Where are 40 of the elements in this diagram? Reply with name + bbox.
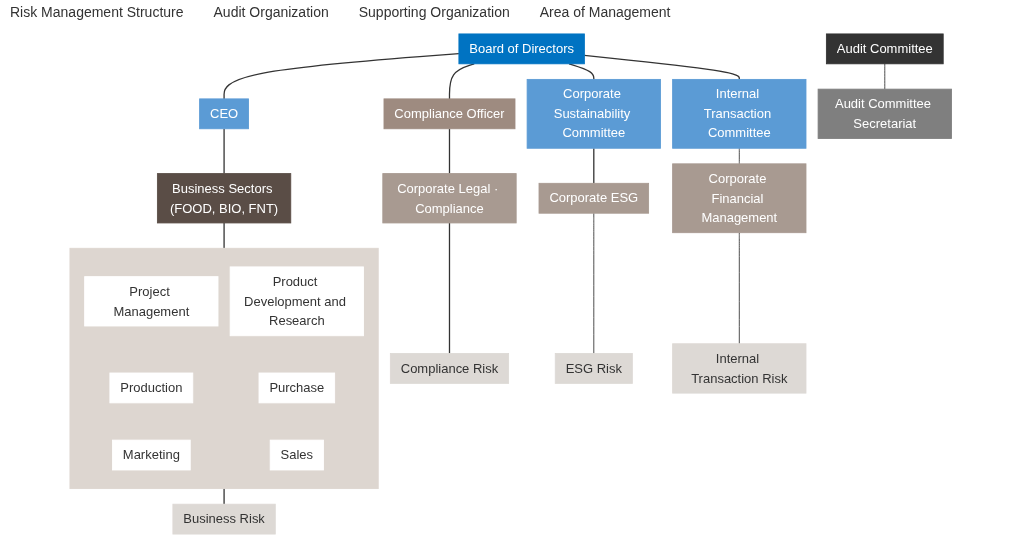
connector-line: [448, 63, 475, 100]
cluster: [69, 247, 379, 490]
node-box: Business Risk: [172, 503, 276, 535]
connector-line: [223, 128, 225, 175]
connector-line: [738, 147, 740, 165]
section-label: Audit Organization: [213, 4, 329, 22]
connector-line: [448, 128, 450, 175]
node-box: Audit Committee: [825, 33, 944, 65]
section-label: Area of Management: [539, 4, 671, 22]
node-box: Board of Directors: [458, 33, 585, 65]
node-box: Corporate ESG: [538, 182, 649, 214]
connector-line: [223, 487, 225, 505]
node-box: Corporate Sustainability Committee: [526, 78, 661, 149]
node-box: ESG Risk: [554, 353, 633, 384]
node-box: Internal Transaction Risk: [671, 343, 807, 394]
node-box: Corporate Legal · Compliance: [382, 173, 517, 224]
connector-line: [593, 212, 595, 354]
node-box: Project Management: [84, 276, 219, 327]
connector-line: [568, 63, 595, 81]
node-box: Business Sectors (FOOD, BIO, FNT): [156, 173, 291, 224]
node-box: Product Development and Research: [229, 266, 364, 337]
node-box: Audit Committee Secretariat: [817, 88, 952, 139]
connector-line: [592, 147, 595, 184]
connector-line: [448, 222, 450, 355]
connector-line: [223, 222, 225, 249]
connector-line: [223, 53, 460, 100]
node-box: Compliance Risk: [389, 353, 509, 384]
node-box: Corporate Financial Management: [671, 163, 807, 234]
node-box: CEO: [198, 98, 249, 130]
connector-line: [884, 63, 886, 90]
node-box: Internal Transaction Committee: [671, 78, 807, 149]
node-box: Sales: [269, 439, 324, 471]
node-box: Marketing: [111, 439, 191, 471]
section-label: Supporting Organization: [358, 4, 510, 22]
node-box: Production: [109, 372, 193, 404]
connector-line: [583, 54, 740, 81]
section-label: Risk Management Structure: [10, 4, 184, 22]
connector-line: [738, 232, 740, 345]
node-box: Compliance Officer: [383, 98, 516, 130]
node-box: Purchase: [258, 372, 335, 404]
